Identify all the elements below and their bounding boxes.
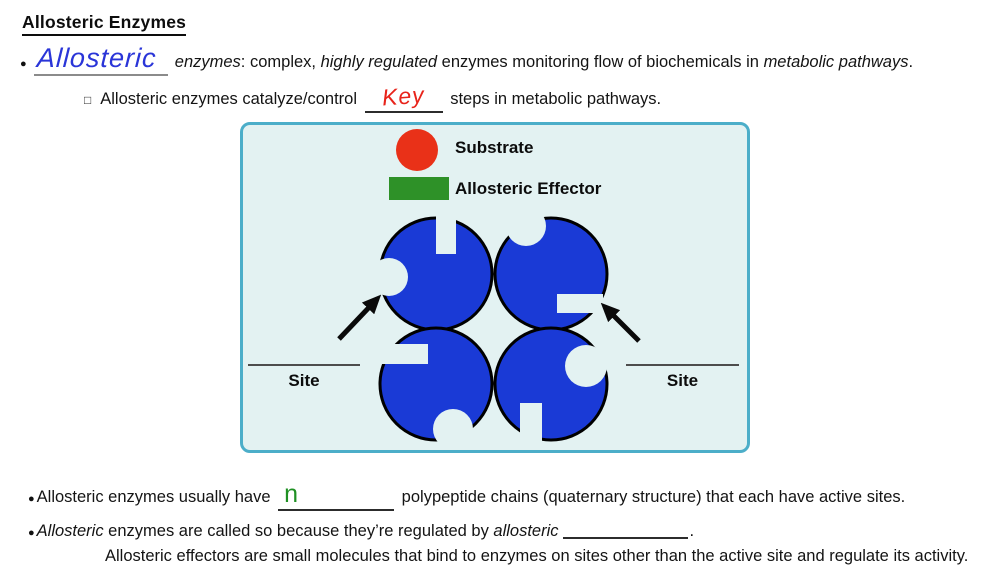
bullet-dot-icon: ● xyxy=(28,527,35,539)
fill-in-blank: Key xyxy=(364,81,443,113)
arrow-left-icon xyxy=(337,294,382,341)
handwritten-blank: Allosteric xyxy=(33,43,169,76)
handwritten-word-allosteric: Allosteric xyxy=(35,43,157,73)
rect-site-notch xyxy=(381,344,428,364)
round-site-notch xyxy=(565,345,607,387)
text-segment: Allosteric xyxy=(36,522,104,540)
round-site-notch xyxy=(370,258,408,296)
legend-label-substrate: Substrate xyxy=(455,138,534,157)
text-segment: enzymes xyxy=(170,53,241,71)
enzyme-diagram-box: Substrate Allosteric Effector xyxy=(240,122,750,453)
text-segment: . xyxy=(908,53,914,71)
allosteric-effector-icon xyxy=(389,177,449,200)
substrate-icon xyxy=(396,129,438,171)
rect-site-notch xyxy=(557,294,603,313)
arrow-right-icon xyxy=(600,302,641,343)
text-segment: allosteric xyxy=(493,522,559,540)
sub-bullet-catalyze: □ Allosteric enzymes catalyze/control Ke… xyxy=(84,81,662,113)
sub-bullet-effectors-clipped: Allosteric effectors are small molecules… xyxy=(105,546,968,567)
legend-label-allosteric-effector: Allosteric Effector xyxy=(455,179,602,198)
square-bullet-icon: □ xyxy=(84,93,92,107)
text-segment: Allosteric effectors are small molecules… xyxy=(105,547,969,565)
text-segment: steps in metabolic pathways. xyxy=(445,90,662,108)
text-segment: enzymes are called so because they’re re… xyxy=(103,522,494,540)
handwritten-word-n: n xyxy=(284,480,299,508)
rect-site-notch xyxy=(436,207,456,254)
text-segment: : complex, xyxy=(240,53,321,71)
site-label-right: Site xyxy=(666,371,699,390)
bullet-dot-icon: ● xyxy=(20,58,27,70)
handwritten-word-key: Key xyxy=(381,81,426,111)
site-blank-line-right xyxy=(626,364,739,366)
round-site-notch xyxy=(433,409,473,449)
rect-site-notch xyxy=(520,403,542,445)
bullet-polypeptide-chains: ● Allosteric enzymes usually have n poly… xyxy=(28,482,905,511)
site-blank-line-left xyxy=(248,364,360,366)
bullet-dot-icon: ● xyxy=(28,493,35,505)
bullet-allosteric-definition: ● Allosteric enzymes : complex, highly r… xyxy=(20,43,914,76)
enzyme-cluster-diagram xyxy=(337,206,641,449)
binding-site-notches xyxy=(370,206,607,449)
text-segment: highly regulated xyxy=(320,53,438,71)
text-segment: polypeptide chains (quaternary structure… xyxy=(397,488,906,506)
fill-in-blank: n xyxy=(278,480,395,511)
text-segment: . xyxy=(689,522,695,540)
text-segment: enzymes monitoring flow of biochemicals … xyxy=(437,53,764,71)
fill-in-blank xyxy=(562,537,688,539)
site-label-left: Site xyxy=(288,371,320,390)
text-segment: metabolic pathways xyxy=(763,53,909,71)
text-segment: Allosteric enzymes usually have xyxy=(36,488,276,506)
bullet-regulated-by: ● Allosteric enzymes are called so becau… xyxy=(28,521,694,542)
text-segment: Allosteric enzymes catalyze/control xyxy=(100,90,362,108)
round-site-notch xyxy=(506,206,546,246)
page-title: Allosteric Enzymes xyxy=(22,12,187,36)
